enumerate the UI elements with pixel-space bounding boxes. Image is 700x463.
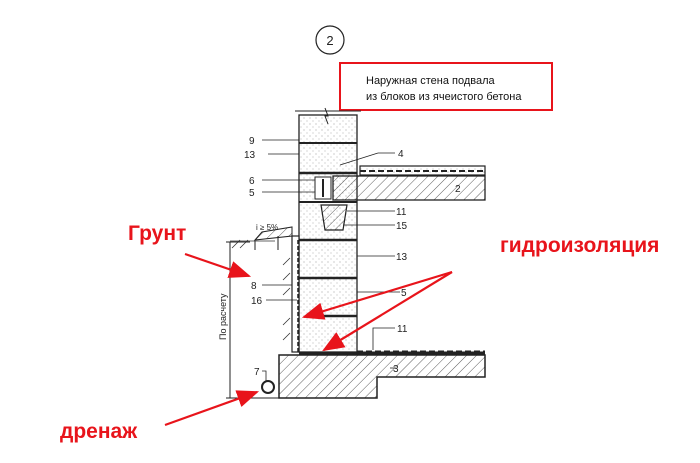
waterproofing-annotation: гидроизоляция [500, 234, 659, 257]
soil-annotation: Грунт [128, 222, 186, 245]
foundation [278, 354, 486, 399]
callout-6: 6 [249, 176, 255, 187]
annotation-arrows [164, 252, 453, 427]
soil-hatch [230, 239, 291, 341]
waterproofing-arrow-base [322, 271, 453, 352]
dimension-label: По расчету [218, 293, 228, 340]
callout-7: 7 [254, 367, 260, 378]
callout-8: 8 [251, 281, 257, 292]
callout-3: 3 [393, 364, 399, 375]
callout-9: 9 [249, 136, 255, 147]
callout-11-top: 11 [396, 207, 407, 218]
title-line-1: Наружная стена подвала [366, 75, 496, 87]
detail-number: 2 [326, 33, 333, 48]
drainage-annotation: дренаж [60, 420, 138, 443]
outer-insulation [291, 235, 300, 353]
lintel [320, 204, 348, 231]
floor-slab [314, 165, 486, 201]
title-box [339, 62, 553, 111]
callout-4: 4 [398, 149, 404, 160]
detail-number-circle [315, 25, 345, 55]
drain-pipe [261, 380, 275, 394]
drainage-arrow [164, 390, 260, 427]
title-line-2: из блоков из ячеистого бетона [366, 91, 522, 103]
callout-leader-lines [262, 139, 400, 381]
callout-11-bottom: 11 [397, 324, 408, 335]
callout-13-right: 13 [396, 252, 408, 263]
callout-5: 5 [249, 188, 255, 199]
callout-5-right: 5 [401, 288, 407, 299]
blind-area [253, 226, 293, 241]
dimension-line [226, 241, 279, 399]
callout-13: 13 [244, 150, 256, 161]
slope-label: i ≥ 5% [256, 223, 278, 232]
callout-15: 15 [396, 221, 408, 232]
callout-16: 16 [251, 296, 263, 307]
soil-arrow [184, 252, 252, 278]
callout-2: 2 [455, 184, 461, 195]
waterproofing-arrow-wall [301, 270, 453, 320]
